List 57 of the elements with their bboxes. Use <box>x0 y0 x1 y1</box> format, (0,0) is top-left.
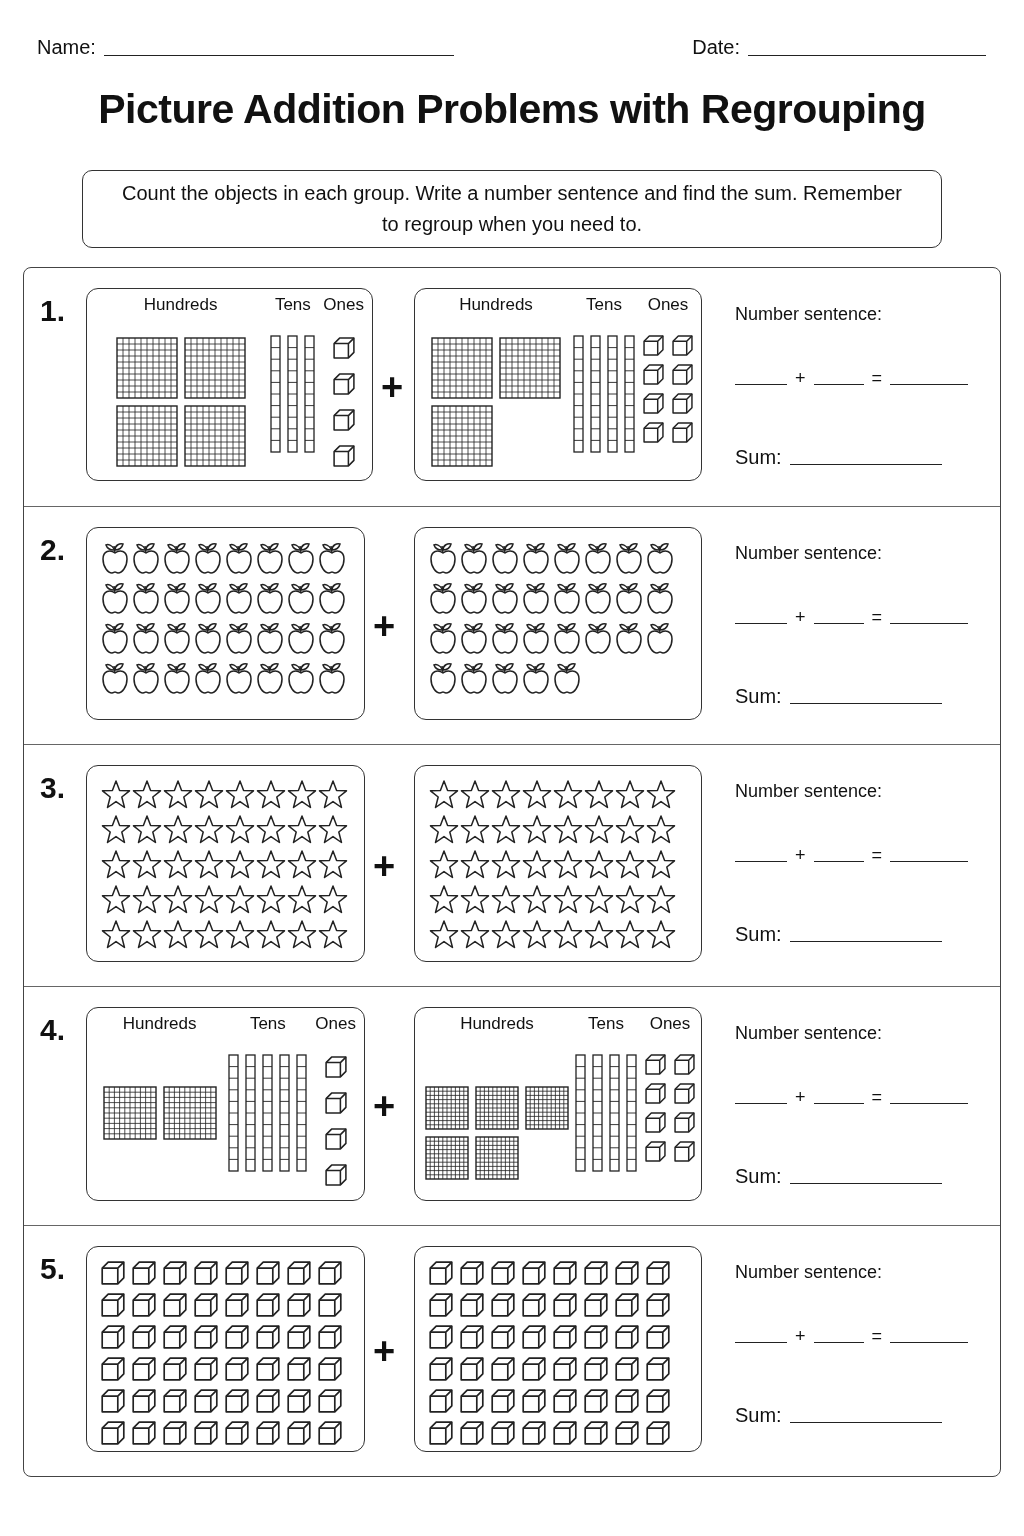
picture-group-panel <box>414 765 702 962</box>
operator: + <box>795 368 806 389</box>
operator: + <box>795 607 806 628</box>
prompt-text: Number sentence: <box>735 781 883 802</box>
picture-group-panel <box>86 1246 365 1452</box>
column-heading: Hundreds <box>459 295 533 316</box>
operator: = <box>871 1087 883 1108</box>
prompt-text: Number sentence: <box>735 1023 883 1044</box>
operator: = <box>871 1326 883 1347</box>
field-label: Name: <box>37 36 96 59</box>
plus-sign: + <box>373 1329 396 1373</box>
operator: = <box>871 368 883 389</box>
problem-number: 1. <box>40 294 66 328</box>
column-heading: Ones <box>315 1014 356 1035</box>
prompt-text: Sum: <box>735 685 782 708</box>
plus-sign: + <box>373 604 396 647</box>
prompt-text: Sum: <box>735 446 782 469</box>
column-heading: Hundreds <box>122 1014 197 1035</box>
operator: + <box>795 1087 806 1108</box>
problem-number: 5. <box>40 1252 66 1286</box>
title: Picture Addition Problems with Regrouping <box>97 86 927 133</box>
column-heading: Ones <box>323 295 364 316</box>
place-value-panel <box>414 288 702 481</box>
plus-sign: + <box>373 844 396 887</box>
picture-group-panel <box>86 765 365 962</box>
column-heading: Tens <box>588 1014 624 1035</box>
prompt-text: Number sentence: <box>735 543 883 564</box>
column-heading: Ones <box>647 295 689 316</box>
operator: + <box>795 1326 806 1347</box>
plus-sign: + <box>381 365 404 409</box>
column-heading: Tens <box>586 295 622 316</box>
prompt-text: Number sentence: <box>735 1262 883 1283</box>
column-heading: Ones <box>649 1014 691 1035</box>
problem-number: 4. <box>40 1013 66 1047</box>
column-heading: Tens <box>249 1014 286 1035</box>
picture-group-panel <box>414 1246 702 1452</box>
prompt-text: Sum: <box>735 1165 782 1188</box>
picture-group-panel <box>86 527 365 720</box>
plus-sign: + <box>373 1084 396 1128</box>
instruction-text: Count the objects in each group. Write a number sentence and find the sum. Remember to regroup when you need to. <box>120 181 904 237</box>
problem-number: 2. <box>40 533 66 567</box>
column-heading: Tens <box>274 295 311 316</box>
prompt-text: Number sentence: <box>735 304 883 325</box>
field-label: Date: <box>692 36 740 59</box>
prompt-text: Sum: <box>735 1404 782 1427</box>
place-value-panel <box>86 288 373 481</box>
operator: = <box>871 607 883 628</box>
prompt-text: Sum: <box>735 923 782 946</box>
operator: + <box>795 845 806 866</box>
column-heading: Hundreds <box>143 295 218 316</box>
instruction-box <box>82 170 942 248</box>
operator: = <box>871 845 883 866</box>
column-heading: Hundreds <box>460 1014 534 1035</box>
place-value-panel <box>414 1007 702 1201</box>
problem-number: 3. <box>40 771 66 805</box>
place-value-panel <box>86 1007 365 1201</box>
picture-group-panel <box>414 527 702 720</box>
